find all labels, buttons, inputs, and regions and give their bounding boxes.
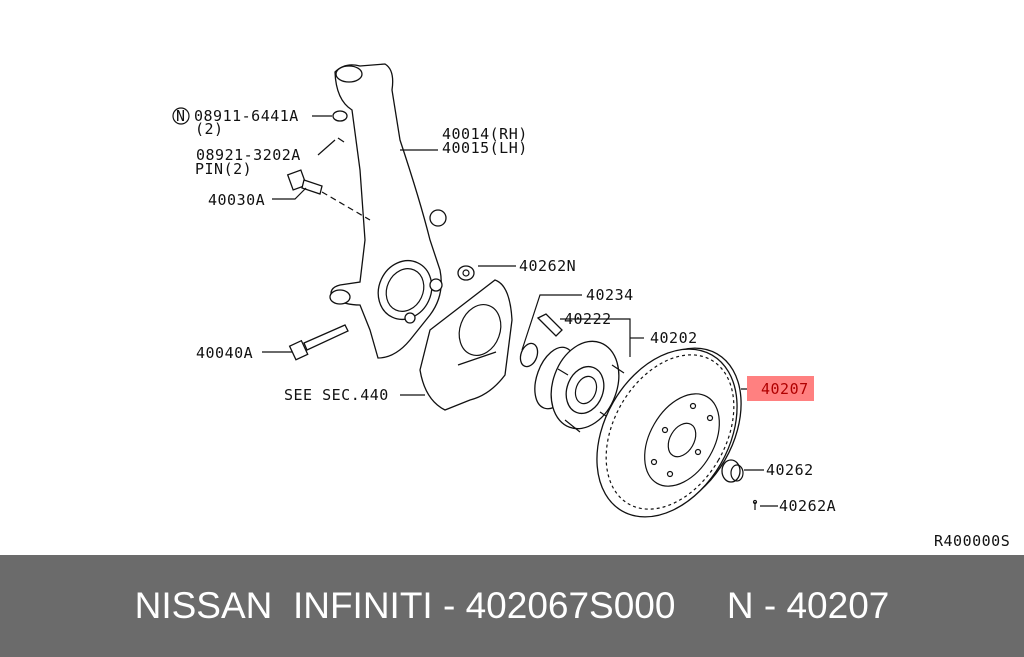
splash-shield — [419, 279, 513, 411]
footer-spacer — [675, 585, 726, 627]
pin-08921 — [337, 137, 345, 143]
label-40234[interactable]: 40234 — [586, 286, 634, 304]
label-n: N — [176, 107, 186, 125]
label-40040A[interactable]: 40040A — [196, 344, 253, 362]
n-circle-icon — [172, 107, 190, 125]
nut-40262N — [457, 265, 475, 281]
label-08911-6441A[interactable]: 08911-6441A — [194, 107, 299, 125]
label-08921-3202A[interactable]: 08921-3202A — [196, 146, 301, 164]
label-40262N[interactable]: 40262N — [519, 257, 576, 275]
clip-40262A — [752, 499, 758, 510]
label-40202[interactable]: 40202 — [650, 329, 698, 347]
highlight-40207 — [747, 376, 814, 401]
label-pin: PIN(2) — [195, 160, 252, 178]
brake-disc-40207 — [596, 347, 742, 518]
nut-08911 — [332, 110, 348, 122]
leader-lines — [262, 115, 778, 507]
seal-40234 — [519, 342, 539, 368]
cap-40262 — [721, 459, 744, 483]
bolt-40040A — [288, 324, 349, 361]
bolt-40030A — [286, 169, 371, 221]
stud-40222 — [536, 313, 563, 337]
parts-diagram: N 08911-6441A (2) 40014(RH) 40015(LH) 08… — [172, 63, 1010, 550]
label-see-sec-440[interactable]: SEE SEC.440 — [284, 386, 389, 404]
label-40030A[interactable]: 40030A — [208, 191, 265, 209]
steering-knuckle — [329, 63, 447, 359]
footer-diagram-ref: N - 40207 — [726, 585, 890, 626]
label-40222[interactable]: 40222 — [564, 310, 612, 328]
footer-banner: NISSAN INFINITI - 402067S000 N - 40207 — [0, 555, 1024, 657]
label-40207[interactable]: 40207 — [761, 380, 809, 398]
label-40015[interactable]: 40015(LH) — [442, 139, 528, 157]
diagram-reference: R400000S — [934, 532, 1010, 550]
label-08911-qty: (2) — [195, 120, 224, 138]
label-40262A[interactable]: 40262A — [779, 497, 836, 515]
label-40262[interactable]: 40262 — [766, 461, 814, 479]
label-40014[interactable]: 40014(RH) — [442, 125, 528, 143]
footer-part-number: NISSAN INFINITI - 402067S000 — [134, 585, 676, 626]
wheel-hub-40202 — [534, 340, 625, 433]
